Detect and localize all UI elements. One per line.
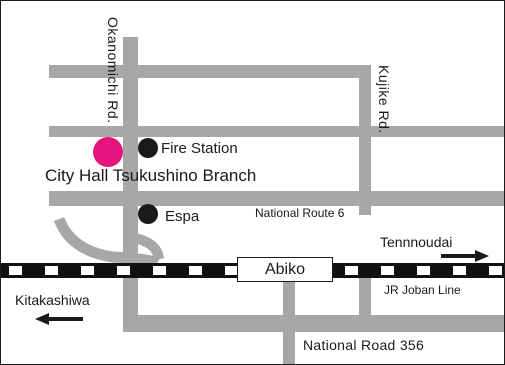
south-connector-road: [283, 277, 295, 364]
tennnoudai-direction-label: Tennnoudai: [380, 234, 453, 250]
abiko-station-label: Abiko: [237, 257, 333, 282]
kitakashiwa-arrow-icon: [35, 313, 83, 325]
okanomichi-road-label: Okanomichi Rd.: [105, 17, 121, 124]
tennnoudai-arrow-icon: [441, 250, 489, 262]
fire-station-marker-icon: [138, 138, 158, 158]
kujike-road: [359, 65, 371, 215]
kitakashiwa-direction-label: Kitakashiwa: [15, 292, 90, 308]
city-hall-branch-label: City Hall Tsukushino Branch: [45, 166, 257, 185]
kujike-road-south: [359, 277, 371, 323]
national-route-6-label: National Route 6: [255, 206, 345, 220]
city-hall-branch-marker-icon: [93, 137, 123, 167]
road-second-horizontal: [49, 126, 504, 137]
fire-station-label: Fire Station: [161, 140, 238, 157]
jr-joban-line-label: JR Joban Line: [384, 283, 461, 297]
national-road-356-label: National Road 356: [303, 337, 425, 353]
espa-marker-icon: [138, 204, 158, 224]
kujike-road-label: Kujike Rd.: [376, 65, 392, 134]
railway-pattern: [1, 266, 504, 275]
national-route-6-road: [49, 191, 504, 206]
espa-label: Espa: [165, 208, 200, 225]
national-road-356-road: [123, 315, 504, 332]
